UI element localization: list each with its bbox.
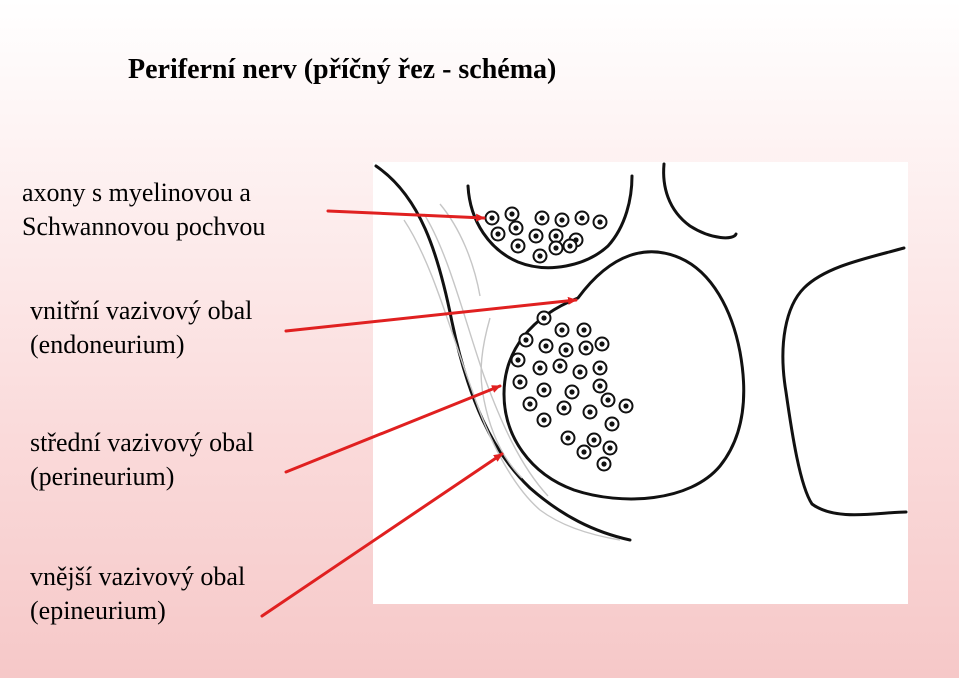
axon [536, 310, 552, 326]
label-axons: axony s myelinovou a Schwannovou pochvou [22, 176, 265, 244]
axon [552, 358, 568, 374]
label-epineurium-line1: vnější vazivový obal [30, 562, 246, 591]
axon [548, 228, 564, 244]
axon [576, 322, 592, 338]
axon [508, 220, 524, 236]
axon [538, 338, 554, 354]
axon [618, 398, 634, 414]
label-perineurium-line2: (perineurium) [30, 462, 175, 491]
axon [532, 360, 548, 376]
axon [518, 332, 534, 348]
connective-line-4 [480, 317, 523, 479]
arrow-perineurium [284, 384, 502, 474]
label-epineurium-line2: (epineurium) [30, 596, 166, 625]
arrow-endoneurium [284, 296, 578, 333]
axon [574, 210, 590, 226]
label-endoneurium: vnitřní vazivový obal (endoneurium) [30, 294, 252, 362]
page-title: Periferní nerv (příčný řez - schéma) [128, 54, 557, 85]
axon [510, 238, 526, 254]
axon [554, 322, 570, 338]
axon [604, 416, 620, 432]
axon [484, 210, 500, 226]
axon [560, 430, 576, 446]
label-endoneurium-line1: vnitřní vazivový obal [30, 296, 253, 325]
axon [592, 360, 608, 376]
axon [602, 440, 618, 456]
axon [512, 374, 528, 390]
label-perineurium: střední vazivový obal (perineurium) [30, 426, 254, 494]
axon [578, 340, 594, 356]
arrow-axons [326, 209, 486, 222]
axon [532, 248, 548, 264]
top-fascicle-outline [466, 174, 634, 270]
axon [558, 342, 574, 358]
axon [536, 382, 552, 398]
right-partition-outline [781, 246, 908, 517]
axon [592, 378, 608, 394]
axon [536, 412, 552, 428]
axon [510, 352, 526, 368]
label-epineurium: vnější vazivový obal (epineurium) [30, 560, 245, 628]
upper-right-fascicle-outline [662, 162, 738, 240]
axon [528, 228, 544, 244]
connective-line-1 [403, 219, 621, 541]
axon [596, 456, 612, 472]
axon [582, 404, 598, 420]
axon [562, 238, 578, 254]
axon [594, 336, 610, 352]
connective-line-2 [423, 213, 549, 497]
axon [522, 396, 538, 412]
arrow-epineurium [260, 452, 504, 618]
axon [572, 364, 588, 380]
axon [490, 226, 506, 242]
label-endoneurium-line2: (endoneurium) [30, 330, 185, 359]
axon [564, 384, 580, 400]
axon [592, 214, 608, 230]
connective-line-3 [439, 203, 481, 297]
label-axons-line1: axony s myelinovou a [22, 178, 251, 207]
label-axons-line2: Schwannovou pochvou [22, 212, 266, 241]
axon [554, 212, 570, 228]
axons-large-fascicle [510, 310, 634, 472]
axon [534, 210, 550, 226]
axon [576, 444, 592, 460]
axons-top-fascicle [484, 206, 608, 264]
large-fascicle-outline [502, 250, 746, 501]
axon [504, 206, 520, 222]
diagram-panel [373, 162, 908, 604]
epineurium-outline [374, 164, 632, 542]
axon [586, 432, 602, 448]
axon [600, 392, 616, 408]
axon [548, 240, 564, 256]
axon [556, 400, 572, 416]
label-perineurium-line1: střední vazivový obal [30, 428, 254, 457]
